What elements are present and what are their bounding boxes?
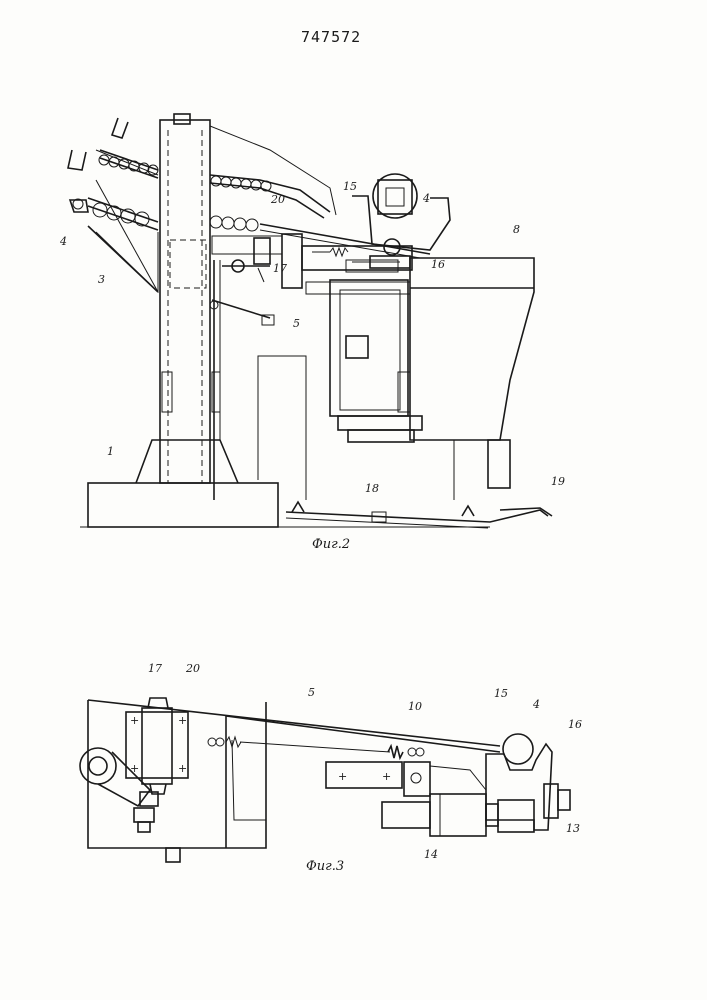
fig3-label-5: 5 [308, 686, 315, 699]
fig3-label-16: 16 [568, 718, 582, 731]
fig3-label-17: 17 [148, 662, 162, 675]
svg-text:+: + [338, 770, 347, 783]
fig3-roller-4 [503, 734, 533, 764]
label-20: 20 [270, 193, 285, 206]
roller-housing [378, 180, 412, 214]
svg-text:+: + [382, 770, 391, 783]
label-4a: 4 [59, 235, 67, 248]
fig3-label-15: 15 [494, 687, 508, 700]
label-3: 3 [98, 273, 105, 286]
fig3-pivot [80, 748, 116, 784]
hydraulic-line [258, 356, 306, 500]
pedal-19 [500, 508, 552, 516]
fig3-spring-10 [388, 746, 403, 758]
label-18: 18 [365, 482, 379, 495]
figure-3-caption: Фиг.3 [306, 859, 344, 874]
cylinder-20 [254, 238, 270, 264]
fig3-spring-left [226, 737, 241, 747]
fig3-screw-13 [558, 790, 570, 810]
figure-3: + + + + + + [80, 662, 582, 874]
column-window [170, 240, 206, 288]
svg-text:+: + [178, 714, 187, 727]
fig3-label-14: 14 [424, 848, 438, 861]
link-rod [212, 300, 270, 318]
head-15 [352, 196, 450, 250]
label-1: 1 [107, 445, 114, 458]
patent-number: 747572 [301, 28, 361, 46]
fig3-label-20: 20 [185, 662, 200, 675]
frame-8 [410, 258, 534, 440]
base-plate [88, 483, 278, 527]
svg-text:+: + [130, 762, 139, 775]
figure-2-caption: Фиг.2 [312, 537, 350, 552]
label-17: 17 [273, 262, 287, 275]
fig3-label-10: 10 [408, 700, 422, 713]
fig3-label-13: 13 [566, 822, 580, 835]
spindle-motor [330, 280, 408, 416]
figure-2: 1 3 4 4 5 8 15 16 17 18 19 20 Фиг.2 [59, 114, 565, 552]
label-4b: 4 [422, 192, 430, 205]
fig3-label-4: 4 [532, 698, 540, 711]
fig3-cylinder-14 [382, 802, 430, 828]
spring [330, 248, 348, 256]
label-8: 8 [513, 223, 520, 236]
slide-bar [302, 246, 412, 270]
frame-leg [488, 440, 510, 488]
label-19: 19 [551, 475, 565, 488]
fig3-head-15 [486, 744, 552, 830]
label-5: 5 [293, 317, 300, 330]
label-15: 15 [343, 180, 357, 193]
fig3-stop-16 [544, 784, 558, 818]
column-foot [136, 440, 238, 483]
svg-text:+: + [130, 714, 139, 727]
column-cap [174, 114, 190, 124]
carriage-5 [282, 234, 302, 288]
fig3-top-lever [88, 700, 500, 746]
feed-lever [260, 224, 430, 254]
label-16: 16 [431, 258, 445, 271]
svg-text:+: + [178, 762, 187, 775]
